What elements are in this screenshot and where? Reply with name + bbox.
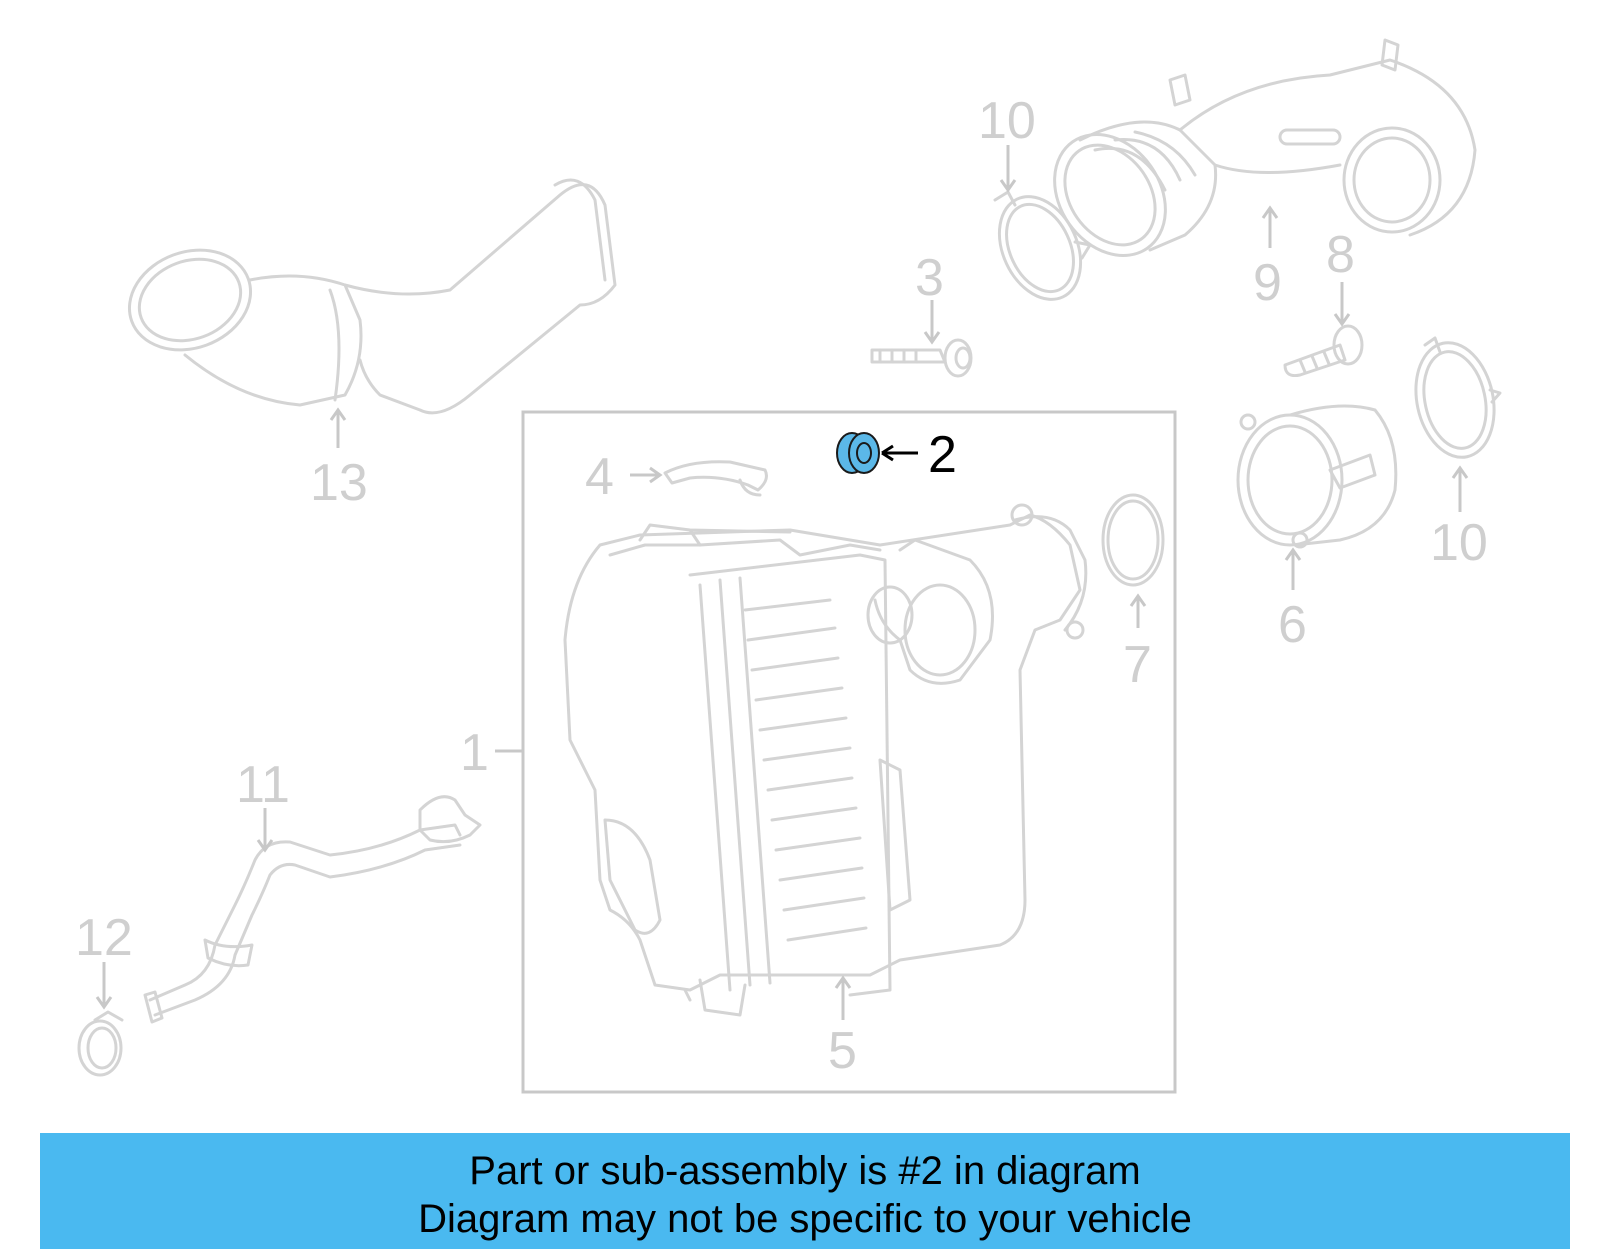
callout-4: 4 — [585, 448, 614, 506]
banner-line-1: Part or sub-assembly is #2 in diagram — [469, 1149, 1141, 1193]
callout-5: 5 — [828, 1022, 857, 1080]
part-11-hose — [143, 795, 482, 1024]
part-10-clamp-upper — [993, 190, 1092, 301]
part-2-grommet — [836, 432, 880, 474]
part-1-air-cleaner-housing — [563, 503, 1088, 1017]
callout-7: 7 — [1123, 636, 1152, 694]
part-10-clamp-lower — [1414, 336, 1502, 459]
callout-12: 12 — [75, 909, 133, 967]
part-8-screw — [1283, 324, 1364, 377]
callout-10-lower: 10 — [1430, 514, 1488, 572]
part-12-clamp — [77, 1010, 124, 1077]
callout-11: 11 — [236, 756, 290, 814]
callout-3: 3 — [915, 249, 944, 307]
part-6-sensor — [1236, 404, 1398, 549]
callout-6: 6 — [1278, 596, 1307, 654]
part-13-intake-duct — [127, 178, 617, 415]
part-3-bolt — [870, 338, 973, 378]
assembly-box — [521, 410, 1177, 1094]
leader-lines — [95, 145, 1469, 1020]
part-4-bracket — [663, 460, 768, 497]
callout-2: 2 — [928, 426, 957, 484]
callout-9: 9 — [1253, 254, 1282, 312]
part-9-hose — [1053, 38, 1477, 257]
callout-13: 13 — [310, 454, 368, 512]
banner-line-2: Diagram may not be specific to your vehi… — [418, 1197, 1192, 1241]
callout-1: 1 — [460, 724, 489, 782]
part-7-gasket — [1101, 493, 1165, 587]
callout-10-upper: 10 — [978, 92, 1036, 150]
info-banner: Part or sub-assembly is #2 in diagram Di… — [40, 1133, 1570, 1249]
parts-diagram: 1 2 3 4 5 6 7 8 9 10 10 11 12 13 — [75, 38, 1502, 1094]
callout-8: 8 — [1326, 226, 1355, 284]
